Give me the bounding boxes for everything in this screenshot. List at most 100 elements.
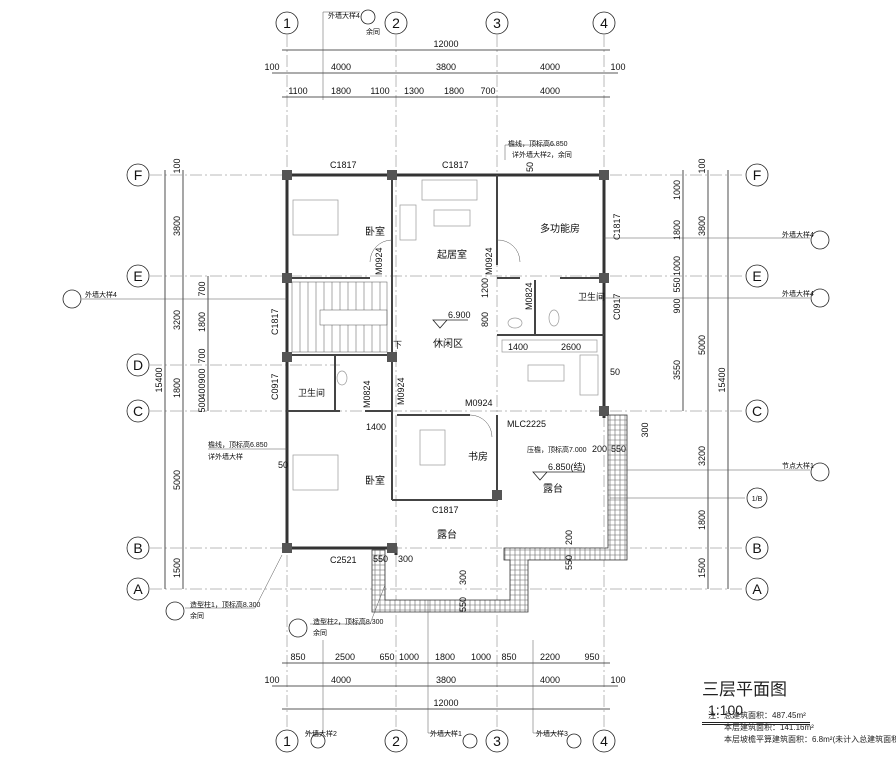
svg-text:A: A — [133, 581, 143, 597]
furniture — [292, 179, 599, 491]
svg-text:1100: 1100 — [288, 86, 307, 96]
svg-text:1000: 1000 — [672, 256, 682, 276]
svg-text:M0924: M0924 — [374, 247, 384, 275]
svg-text:1400: 1400 — [508, 342, 528, 352]
svg-text:2: 2 — [392, 15, 400, 31]
svg-text:C1817: C1817 — [442, 160, 469, 170]
axis-grid — [150, 35, 745, 730]
svg-text:节点大样1: 节点大样1 — [782, 461, 814, 470]
svg-text:M0924: M0924 — [484, 247, 494, 275]
svg-text:1800: 1800 — [435, 652, 455, 662]
svg-text:C: C — [133, 403, 143, 419]
axis-bubbles: 1 2 3 4 1 2 3 4 F E D C B A F E C B A — [126, 11, 769, 753]
drawing-title-text: 三层平面图 — [702, 680, 787, 699]
svg-text:850: 850 — [290, 652, 305, 662]
total-area: 总建筑面积：487.45m² — [724, 711, 806, 720]
svg-text:3550: 3550 — [672, 360, 682, 380]
svg-text:4: 4 — [600, 733, 608, 749]
svg-text:1500: 1500 — [172, 558, 182, 578]
walls — [282, 170, 609, 555]
svg-text:E: E — [133, 268, 142, 284]
svg-text:300: 300 — [640, 422, 650, 437]
svg-text:3200: 3200 — [697, 446, 707, 466]
svg-text:外墙大样1: 外墙大样1 — [430, 729, 462, 738]
notes-prefix: 注： — [708, 711, 724, 720]
svg-text:300: 300 — [458, 570, 468, 585]
svg-text:外墙大样2: 外墙大样2 — [305, 729, 337, 738]
svg-text:3: 3 — [493, 733, 501, 749]
svg-text:C2521: C2521 — [330, 555, 357, 565]
axis-2-top: 2 — [384, 11, 408, 35]
svg-text:1100: 1100 — [370, 86, 389, 96]
door-window-tags: C1817 C1817 C1817 C1817 C1817 M0924 M092… — [270, 160, 622, 565]
elevation-marks: 6.900 6.850(结) — [432, 310, 586, 481]
svg-text:压檐，顶标高7.000: 压檐，顶标高7.000 — [527, 445, 587, 454]
svg-text:3800: 3800 — [436, 675, 456, 685]
svg-text:外墙大样4: 外墙大样4 — [85, 290, 117, 299]
svg-text:4000: 4000 — [331, 62, 351, 72]
svg-text:3800: 3800 — [172, 216, 182, 236]
svg-text:3: 3 — [493, 15, 501, 31]
area-notes: 注：总建筑面积：487.45m² 本层建筑面积：141.16m² 本层坡檐平算建… — [708, 710, 896, 746]
svg-text:1400: 1400 — [366, 422, 386, 432]
axis-D-left: D — [126, 353, 150, 377]
svg-text:C1817: C1817 — [270, 308, 280, 335]
room-bath-right: 卫生间 — [578, 291, 605, 302]
svg-text:1: 1 — [283, 15, 291, 31]
svg-text:200: 200 — [592, 444, 607, 454]
svg-text:M0824: M0824 — [362, 380, 372, 408]
svg-text:800: 800 — [480, 312, 490, 327]
svg-text:4: 4 — [600, 15, 608, 31]
svg-text:1800: 1800 — [672, 220, 682, 240]
svg-text:3800: 3800 — [436, 62, 456, 72]
room-living: 起居室 — [437, 248, 467, 261]
svg-text:1800: 1800 — [172, 378, 182, 398]
svg-text:900: 900 — [197, 368, 207, 383]
svg-text:700: 700 — [197, 281, 207, 296]
svg-text:详外墙大样2，余同: 详外墙大样2，余同 — [512, 150, 572, 159]
svg-text:850: 850 — [501, 652, 516, 662]
svg-text:M0924: M0924 — [396, 377, 406, 405]
svg-text:100: 100 — [697, 158, 707, 173]
svg-text:MLC2225: MLC2225 — [507, 419, 546, 429]
svg-text:4000: 4000 — [331, 675, 351, 685]
svg-text:550: 550 — [458, 597, 468, 612]
svg-text:2: 2 — [392, 733, 400, 749]
svg-text:1500: 1500 — [697, 558, 707, 578]
svg-text:C0917: C0917 — [612, 293, 622, 320]
top-dimensions: 12000 100 4000 3800 4000 100 1100 1800 1… — [264, 39, 626, 98]
svg-text:1800: 1800 — [697, 510, 707, 530]
svg-text:1/B: 1/B — [752, 496, 763, 503]
svg-text:50: 50 — [278, 460, 288, 470]
svg-text:外墙大样4: 外墙大样4 — [328, 11, 360, 20]
axis-1-top: 1 — [275, 11, 299, 35]
svg-text:C: C — [752, 403, 762, 419]
svg-text:15400: 15400 — [154, 367, 164, 392]
svg-text:550: 550 — [611, 444, 626, 454]
svg-text:4000: 4000 — [540, 62, 560, 72]
svg-text:3200: 3200 — [172, 310, 182, 330]
svg-text:外墙大样4: 外墙大样4 — [782, 230, 814, 239]
svg-text:C0917: C0917 — [270, 373, 280, 400]
room-bath-left: 卫生间 — [298, 387, 325, 398]
svg-text:余同: 余同 — [313, 628, 327, 637]
svg-text:1000: 1000 — [672, 180, 682, 200]
inner-dimensions: 1200 800 1400 2600 1400 50 50 50 200 550… — [278, 162, 626, 612]
svg-text:950: 950 — [584, 652, 599, 662]
svg-text:1300: 1300 — [404, 86, 424, 96]
room-terrace-1: 露台 — [543, 482, 563, 495]
svg-text:1: 1 — [283, 733, 291, 749]
svg-text:50: 50 — [610, 367, 620, 377]
annotations: 外墙大样4 余同 檐线，顶标高6.850 详外墙大样2，余同 檐线，顶标高6.8… — [62, 9, 830, 749]
svg-text:50: 50 — [525, 162, 535, 172]
terrace-parapet — [371, 414, 628, 613]
svg-text:造型柱2，顶标高8.300: 造型柱2，顶标高8.300 — [313, 617, 384, 626]
svg-text:C1817: C1817 — [432, 505, 459, 515]
svg-text:外墙大样3: 外墙大样3 — [536, 729, 568, 738]
axis-B-left: B — [126, 536, 150, 560]
staircase: 下 — [291, 281, 402, 353]
svg-text:余同: 余同 — [190, 611, 204, 620]
svg-text:1800: 1800 — [331, 86, 351, 96]
